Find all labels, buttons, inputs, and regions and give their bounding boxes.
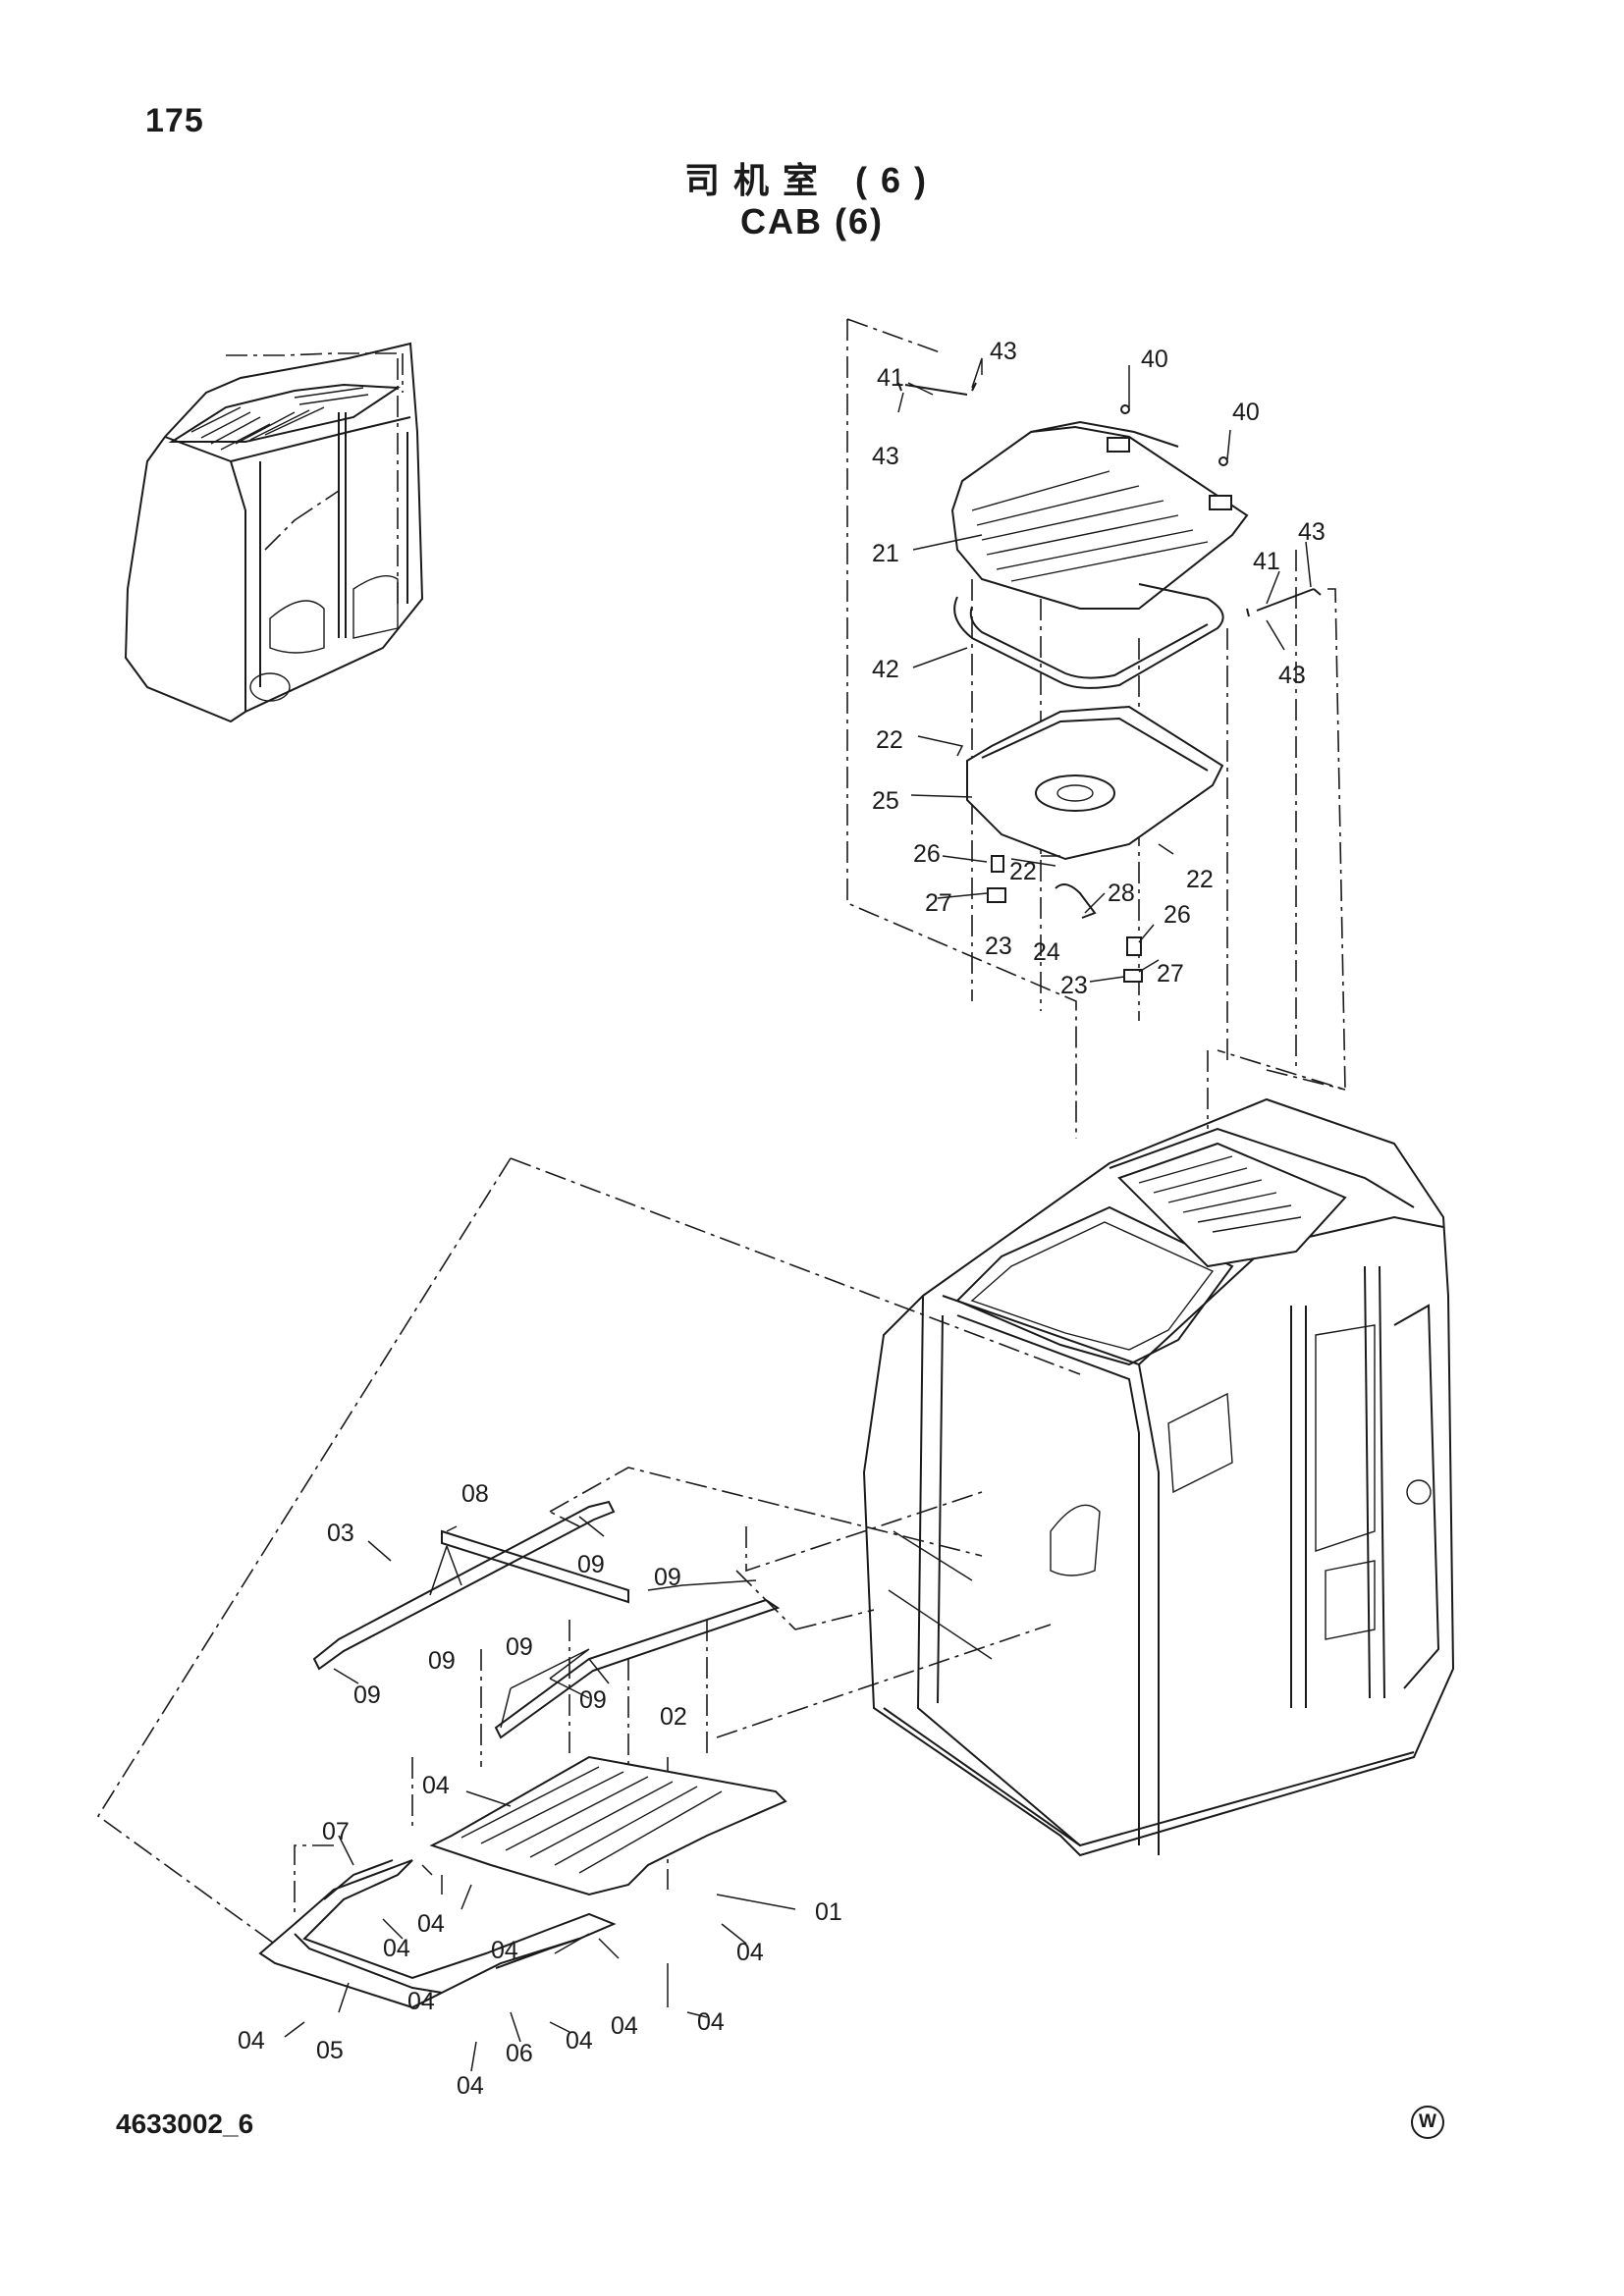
callout-22: 22 [876,726,903,754]
sunroof-assembly [846,318,1346,1139]
callout-41: 41 [877,364,904,392]
callout-40: 40 [1232,399,1260,426]
callout-04: 04 [697,2008,725,2036]
callout-05: 05 [316,2037,344,2064]
callout-27: 27 [1157,960,1184,988]
callout-22: 22 [1186,866,1214,893]
callout-06: 06 [506,2040,533,2067]
callout-27: 27 [925,889,952,917]
callout-04: 04 [383,1935,410,1962]
roof-panel-assembly [96,1157,1081,2009]
callout-09: 09 [654,1564,681,1591]
callout-26: 26 [913,840,941,868]
callout-25: 25 [872,787,899,815]
reference-cab-view [124,342,424,723]
callout-09: 09 [579,1686,607,1714]
title-chinese: 司机室 (6) [683,160,940,200]
callout-07: 07 [322,1818,350,1845]
callout-43: 43 [1278,662,1306,689]
callout-40: 40 [1141,346,1168,373]
callout-43: 43 [872,443,899,470]
callout-01: 01 [815,1898,842,1926]
callout-02: 02 [660,1703,687,1731]
callout-43: 43 [990,338,1017,365]
main-cab-frame [862,1097,1455,1857]
callout-03: 03 [327,1520,354,1547]
callout-22: 22 [1009,858,1037,885]
callout-26: 26 [1164,901,1191,929]
title-english: CAB (6) [740,201,884,241]
callout-09: 09 [428,1647,456,1675]
callout-04: 04 [417,1910,445,1938]
callout-04: 04 [407,1988,435,2015]
callout-04: 04 [491,1937,518,1964]
leader-lines [284,357,1312,2072]
page-number: 175 [145,102,204,139]
callout-09: 09 [577,1551,605,1578]
callout-28: 28 [1108,880,1135,907]
callout-08: 08 [461,1480,489,1508]
callout-21: 21 [872,540,899,567]
callout-labels: 43 41 43 40 40 21 43 41 43 42 22 25 22 2… [238,338,1326,2100]
callout-23: 23 [1060,972,1088,999]
callout-04: 04 [238,2027,265,2055]
callout-24: 24 [1033,938,1060,966]
callout-41: 41 [1253,548,1280,575]
callout-04: 04 [736,1939,764,1966]
circled-mark: W [1411,2106,1444,2139]
callout-04: 04 [457,2072,484,2100]
callout-43: 43 [1298,518,1326,546]
callout-04: 04 [422,1772,450,1799]
callout-04: 04 [611,2012,638,2040]
callout-42: 42 [872,656,899,683]
callout-09: 09 [353,1682,381,1709]
callout-04: 04 [566,2027,593,2055]
callout-09: 09 [506,1633,533,1661]
callout-23: 23 [985,933,1012,960]
drawing-number: 4633002_6 [116,2109,254,2139]
